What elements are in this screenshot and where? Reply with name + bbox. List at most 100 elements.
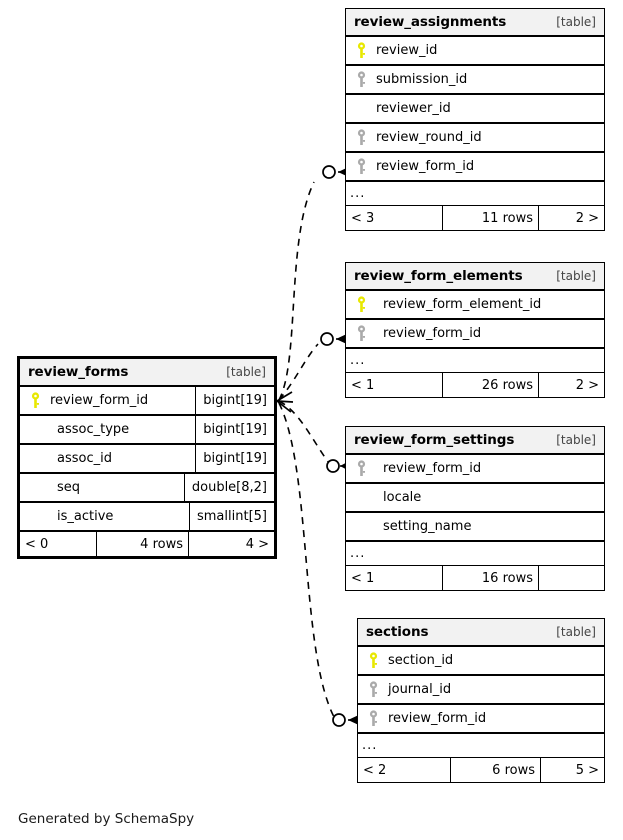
column-name: review_form_id xyxy=(383,461,482,476)
footer-children-count xyxy=(538,566,604,590)
table-footer: < 1 16 rows xyxy=(346,566,604,590)
column-type: bigint[19] xyxy=(195,416,274,443)
column-row[interactable]: is_active smallint[5] xyxy=(20,503,274,532)
column-cell: locale xyxy=(346,484,604,511)
footer-children-count: 5 > xyxy=(540,758,604,782)
column-row[interactable]: review_form_id xyxy=(346,153,604,182)
more-columns-indicator: ... xyxy=(346,182,604,206)
column-name: setting_name xyxy=(383,519,472,534)
column-cell: assoc_id xyxy=(20,445,195,472)
more-columns-indicator: ... xyxy=(358,734,604,758)
table-kind-label: [table] xyxy=(556,625,596,639)
table-title: review_assignments xyxy=(354,14,507,30)
column-row[interactable]: assoc_id bigint[19] xyxy=(20,445,274,474)
column-cell: review_form_id xyxy=(346,455,604,482)
column-row[interactable]: review_round_id xyxy=(346,124,604,153)
edge-review-forms-to-sections xyxy=(278,402,335,718)
footer-parents-count: < 1 xyxy=(351,570,375,586)
column-name: review_form_id xyxy=(383,326,482,341)
foreign-key-icon xyxy=(365,681,381,698)
footer-row-count: 6 rows xyxy=(450,758,540,782)
column-cell: assoc_type xyxy=(20,416,195,443)
column-type: bigint[19] xyxy=(195,445,274,472)
column-name: reviewer_id xyxy=(376,101,451,116)
column-name: review_form_id xyxy=(388,711,487,726)
footer-row-count: 16 rows xyxy=(442,566,538,590)
footer-row-count: 26 rows xyxy=(442,373,538,397)
column-row[interactable]: review_form_element_id xyxy=(346,291,604,320)
column-type: bigint[19] xyxy=(195,387,274,414)
table-header: review_forms [table] xyxy=(20,359,274,387)
column-row[interactable]: submission_id xyxy=(346,66,604,95)
table-footer: < 0 4 rows 4 > xyxy=(20,532,274,556)
primary-key-icon xyxy=(27,392,43,409)
column-cell: review_form_id xyxy=(358,705,604,732)
table-review-assignments[interactable]: review_assignments [table] review_id sub… xyxy=(345,8,605,231)
column-name: review_form_id xyxy=(376,159,475,174)
primary-key-icon xyxy=(365,652,381,669)
column-row[interactable]: seq double[8,2] xyxy=(20,474,274,503)
column-row[interactable]: review_id xyxy=(346,37,604,66)
table-footer: < 3 11 rows 2 > xyxy=(346,206,604,230)
primary-key-icon xyxy=(353,42,369,59)
footer-children-count: 4 > xyxy=(188,532,274,556)
column-name: seq xyxy=(57,480,81,495)
primary-key-icon xyxy=(353,296,369,313)
column-row[interactable]: reviewer_id xyxy=(346,95,604,124)
column-name: is_active xyxy=(57,509,114,524)
column-cell: seq xyxy=(20,474,184,501)
column-name: review_form_id xyxy=(50,393,149,408)
foreign-key-icon xyxy=(353,71,369,88)
column-row[interactable]: review_form_id bigint[19] xyxy=(20,387,274,416)
column-row[interactable]: review_form_id xyxy=(346,455,604,484)
footer-parents-count: < 1 xyxy=(351,377,375,393)
column-cell: submission_id xyxy=(346,66,604,93)
column-row[interactable]: journal_id xyxy=(358,676,604,705)
table-header: review_form_settings [table] xyxy=(346,427,604,455)
column-name: review_form_element_id xyxy=(383,297,542,312)
column-row[interactable]: assoc_type bigint[19] xyxy=(20,416,274,445)
table-kind-label: [table] xyxy=(556,433,596,447)
column-name: assoc_id xyxy=(57,451,112,466)
footer-parents-count: < 2 xyxy=(363,762,387,778)
table-header: review_form_elements [table] xyxy=(346,263,604,291)
table-review-forms[interactable]: review_forms [table] review_form_id bigi… xyxy=(17,356,277,559)
column-row[interactable]: locale xyxy=(346,484,604,513)
table-review-form-settings[interactable]: review_form_settings [table] review_form… xyxy=(345,426,605,591)
table-footer: < 2 6 rows 5 > xyxy=(358,758,604,782)
foreign-key-icon xyxy=(353,460,369,477)
column-row[interactable]: review_form_id xyxy=(346,320,604,349)
foreign-key-icon xyxy=(365,710,381,727)
table-kind-label: [table] xyxy=(226,365,266,379)
column-cell: journal_id xyxy=(358,676,604,703)
table-review-form-elements[interactable]: review_form_elements [table] review_form… xyxy=(345,262,605,398)
column-cell: is_active xyxy=(20,503,189,530)
more-columns-indicator: ... xyxy=(346,542,604,566)
column-type: smallint[5] xyxy=(189,503,274,530)
column-cell: section_id xyxy=(358,647,604,674)
column-cell: review_id xyxy=(346,37,604,64)
more-columns-indicator: ... xyxy=(346,349,604,373)
column-cell: review_form_id xyxy=(346,153,604,180)
table-title: sections xyxy=(366,624,429,640)
column-row[interactable]: setting_name xyxy=(346,513,604,542)
foreign-key-icon xyxy=(353,129,369,146)
column-name: locale xyxy=(383,490,422,505)
column-row[interactable]: section_id xyxy=(358,647,604,676)
column-name: journal_id xyxy=(388,682,452,697)
column-name: section_id xyxy=(388,653,454,668)
table-header: sections [table] xyxy=(358,619,604,647)
foreign-key-icon xyxy=(353,325,369,342)
crowsfoot-review-forms xyxy=(276,391,294,413)
column-row[interactable]: review_form_id xyxy=(358,705,604,734)
foreign-key-icon xyxy=(353,158,369,175)
table-kind-label: [table] xyxy=(556,15,596,29)
footer-row-count: 11 rows xyxy=(442,206,538,230)
column-cell: review_form_id xyxy=(346,320,604,347)
table-sections[interactable]: sections [table] section_id journal_id xyxy=(357,618,605,783)
table-footer: < 1 26 rows 2 > xyxy=(346,373,604,397)
column-name: review_round_id xyxy=(376,130,482,145)
edge-review-forms-to-review-form-elements xyxy=(278,343,319,401)
footer-children-count: 2 > xyxy=(538,206,604,230)
